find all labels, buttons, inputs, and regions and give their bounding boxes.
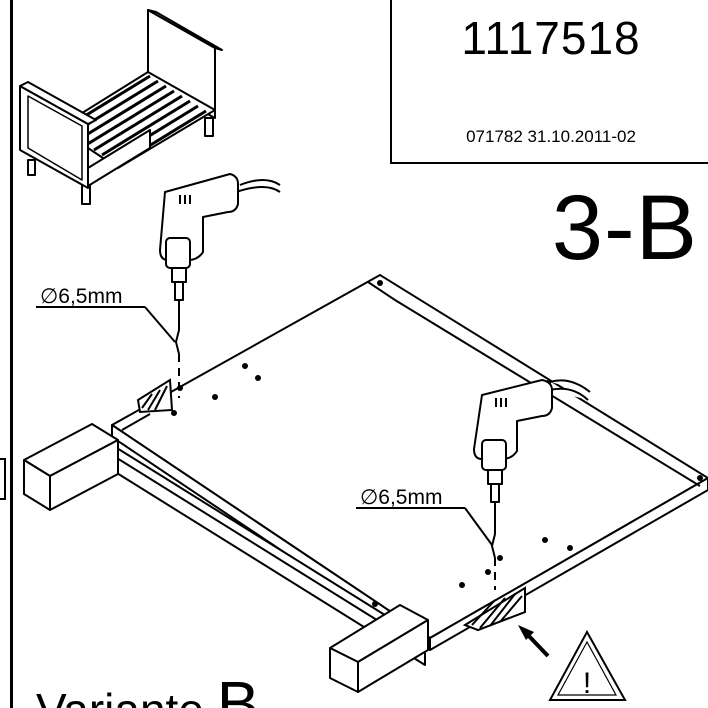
support-blocks	[136, 378, 526, 632]
electric-drill-icon	[159, 173, 281, 355]
variant-label: Variante B	[36, 672, 259, 708]
panel	[111, 274, 708, 651]
left-drill-diameter-label: ∅6,5mm	[40, 285, 123, 308]
right-leg-block	[329, 604, 429, 693]
document-code: 071782 31.10.2011-02	[466, 127, 636, 146]
warning-triangle-icon: !	[548, 629, 627, 701]
bed-thumbnail-icon	[19, 9, 223, 205]
diameter-leaders	[36, 306, 493, 546]
drill-axis-lines	[178, 354, 496, 590]
variant-letter: B	[216, 668, 260, 708]
variant-word: Variante	[36, 684, 204, 708]
left-edge-tab	[0, 458, 6, 500]
article-number: 1117518	[461, 12, 641, 64]
arrow-icon	[518, 625, 550, 658]
left-leg-block	[23, 423, 119, 511]
warning-symbol: !	[583, 667, 591, 700]
left-border-line	[10, 0, 13, 708]
header-box: 1117518 071782 31.10.2011-02	[390, 0, 708, 164]
step-label: 3-B	[551, 177, 698, 279]
electric-drill-icon	[473, 379, 591, 559]
right-drill-diameter-label: ∅6,5mm	[360, 486, 443, 509]
